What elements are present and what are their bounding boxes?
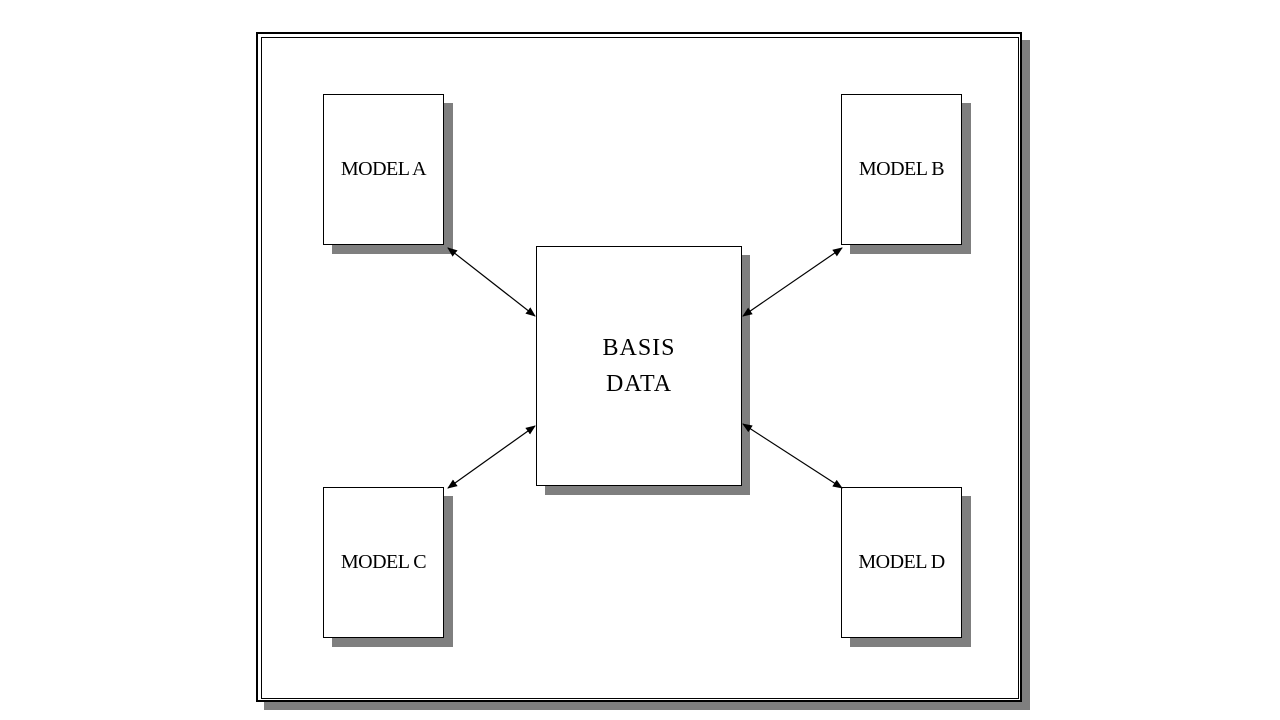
model-c-box: MODEL C <box>323 487 444 638</box>
model-b-box: MODEL B <box>841 94 962 245</box>
model-a-label: MODEL A <box>340 158 427 180</box>
model-d-box: MODEL D <box>841 487 962 638</box>
model-a-box: MODEL A <box>323 94 444 245</box>
frame-inner-border <box>261 37 1019 699</box>
model-c-label: MODEL C <box>340 551 427 573</box>
basis-data-line1: BASIS <box>602 335 676 361</box>
model-b-label: MODEL B <box>858 158 945 180</box>
model-d-label: MODEL D <box>858 551 945 573</box>
basis-data-box: BASIS DATA <box>536 246 742 486</box>
basis-data-line2: DATA <box>605 371 673 397</box>
